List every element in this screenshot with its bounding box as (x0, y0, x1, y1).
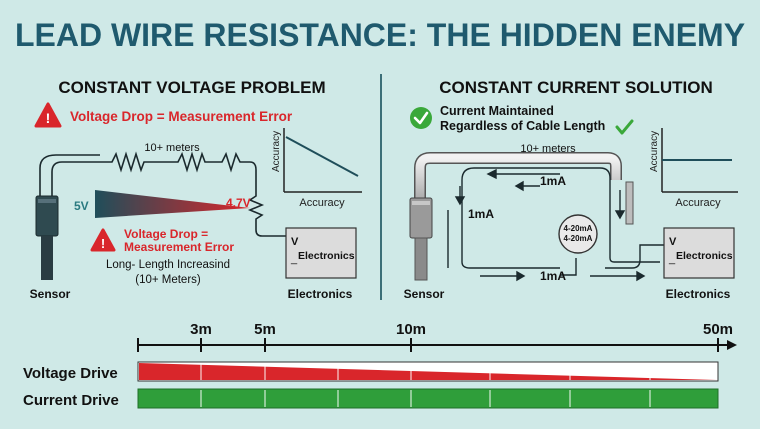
voltage-end-label: 4.7V (226, 196, 251, 210)
check-circle-icon (410, 107, 432, 129)
length-note-line1: Long- Length Increasind (106, 259, 230, 271)
right-electronics-label: Electronics (666, 287, 731, 301)
left-accuracy-graph: Accuracy Accuracy (271, 128, 362, 209)
right-cable (414, 152, 634, 225)
left-graph-ylabel: Accuracy (271, 131, 282, 172)
right-graph-ylabel: Accuracy (649, 131, 660, 172)
current-meter (558, 214, 598, 254)
warning-icon: ! (34, 102, 62, 128)
warning-icon: ! (90, 228, 116, 252)
left-graph-xlabel: Accuracy (299, 197, 345, 209)
left-cable-length: 10+ meters (144, 142, 200, 154)
current-label-bottom: 1mA (540, 269, 566, 283)
right-accuracy-graph: Accuracy Accuracy (649, 128, 738, 209)
length-scale: 3m 5m 10m 50m (137, 321, 737, 352)
left-electronics-box (285, 227, 357, 279)
current-label-left: 1mA (468, 207, 494, 221)
right-cable-length: 10+ meters (520, 143, 576, 155)
right-box-v: V (669, 236, 677, 248)
voltage-drive-bar (139, 363, 717, 380)
left-box-electronics: Electronics (298, 250, 355, 262)
right-box-electronics: Electronics (676, 250, 733, 262)
left-box-dash: _ (290, 253, 298, 265)
page-title: LEAD WIRE RESISTANCE: THE HIDDEN ENEMY (15, 17, 745, 53)
voltage-drop-wedge (95, 190, 250, 218)
current-drive-label: Current Drive (23, 392, 119, 409)
left-electronics-label: Electronics (288, 287, 353, 301)
check-mark-icon (615, 119, 634, 135)
svg-text:!: ! (46, 110, 51, 126)
left-heading: CONSTANT VOLTAGE PROBLEM (58, 78, 325, 97)
left-sensor-label: Sensor (30, 287, 71, 301)
warning2-line1: Voltage Drop = (124, 227, 208, 241)
left-sensor (35, 195, 59, 280)
scale-tick-label: 3m (190, 321, 212, 338)
voltage-drive-label: Voltage Drive (23, 365, 118, 382)
right-electronics-box (663, 227, 735, 279)
warning2-line2: Measurement Error (124, 240, 234, 254)
left-wiring (39, 151, 286, 237)
meter-line1: 4-20mA (564, 224, 593, 233)
scale-tick-label: 5m (254, 321, 276, 338)
check-text-line1: Current Maintained (440, 104, 554, 118)
length-note-line2: (10+ Meters) (135, 274, 201, 286)
right-sensor-label: Sensor (404, 287, 445, 301)
scale-ticks: 3m 5m 10m 50m (190, 321, 733, 352)
scale-axis-arrow-icon (727, 340, 737, 350)
right-heading: CONSTANT CURRENT SOLUTION (439, 78, 713, 97)
scale-tick-label: 50m (703, 321, 733, 338)
current-label-top: 1mA (540, 174, 566, 188)
right-box-dash: _ (668, 253, 676, 265)
voltage-start-label: 5V (74, 199, 89, 213)
svg-text:!: ! (101, 236, 105, 251)
right-sensor (409, 197, 433, 281)
current-drive-bar (137, 388, 719, 409)
bar-separators (200, 363, 651, 407)
current-loop (447, 167, 664, 276)
check-text-line2: Regardless of Cable Length (440, 119, 605, 133)
current-arrows (454, 168, 646, 282)
left-box-v: V (291, 236, 299, 248)
warning-text-voltage-drop: Voltage Drop = Measurement Error (70, 109, 293, 124)
meter-line2: 4-20mA (564, 234, 593, 243)
right-graph-xlabel: Accuracy (675, 197, 721, 209)
scale-tick-label: 10m (396, 321, 426, 338)
